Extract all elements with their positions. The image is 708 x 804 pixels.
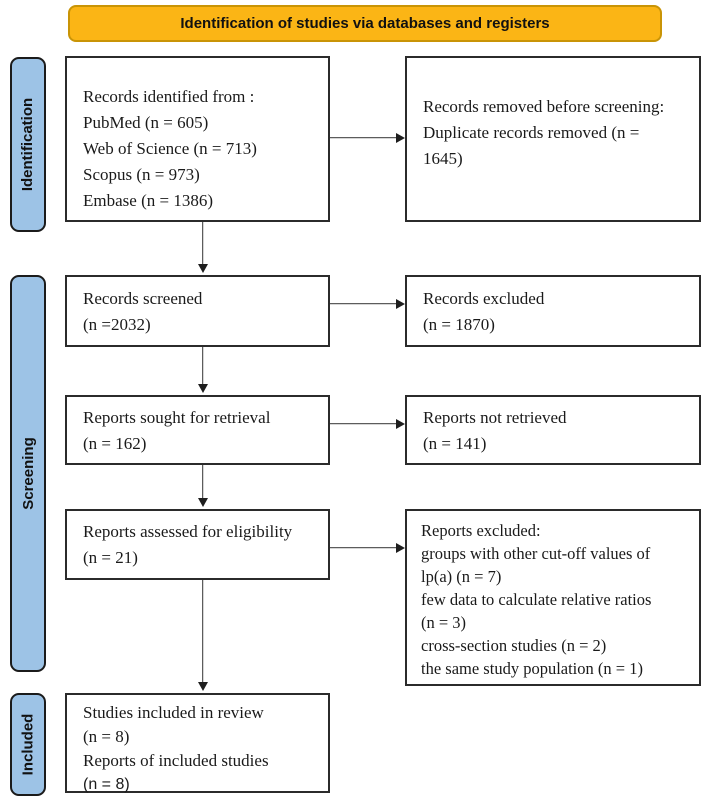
arrow-sought-to-assessed (196, 465, 209, 507)
arrow-right-icon (396, 132, 405, 143)
box-records-screened: Records screened (n =2032) (65, 275, 330, 347)
stage-label-identification-text: Identification (19, 97, 37, 192)
arrow-down-icon (197, 264, 208, 273)
arrow-shaft (201, 580, 204, 683)
box-line: Reports sought for retrieval (83, 408, 271, 427)
box-reports-sought: Reports sought for retrieval (n = 162) (65, 395, 330, 465)
box-line: Studies included in review (83, 703, 264, 722)
box-line: Reports excluded: (421, 521, 541, 540)
box-line: Duplicate records removed (n = (423, 123, 640, 142)
arrow-screened-to-sought (196, 347, 209, 393)
stage-label-included-text: Included (19, 713, 37, 776)
stage-label-screening: Screening (10, 275, 46, 672)
box-line: Web of Science (n = 713) (83, 139, 257, 158)
arrow-right-icon (396, 542, 405, 553)
header-banner-title: Identification of studies via databases … (180, 15, 550, 32)
box-line: Reports not retrieved (423, 408, 567, 427)
box-line: Records excluded (423, 289, 545, 308)
box-line: Reports assessed for eligibility (83, 522, 293, 541)
stage-label-identification: Identification (10, 57, 46, 232)
box-line: (n = 8) (83, 727, 130, 746)
arrow-down-icon (197, 682, 208, 691)
stage-label-screening-text: Screening (19, 437, 37, 510)
box-line: Reports of included studies (83, 751, 269, 770)
box-line: (n = 8) (83, 776, 130, 793)
box-line: (n = 1870) (423, 315, 495, 334)
box-line: lp(a) (n = 7) (421, 567, 502, 586)
arrow-identified-to-screened (196, 222, 209, 273)
arrow-down-icon (197, 498, 208, 507)
arrow-shaft (201, 347, 204, 385)
arrow-right-icon (396, 418, 405, 429)
box-line: Records identified from : (83, 87, 255, 106)
box-records-excluded: Records excluded (n = 1870) (405, 275, 701, 347)
arrow-right-icon (396, 298, 405, 309)
box-line: cross-section studies (n = 2) (421, 636, 607, 655)
box-line: the same study population (n = 1) (421, 659, 643, 678)
arrow-shaft (201, 222, 204, 265)
box-reports-assessed: Reports assessed for eligibility (n = 21… (65, 509, 330, 580)
arrow-assessed-to-included (196, 580, 209, 691)
box-line: (n = 3) (421, 613, 467, 632)
box-reports-excluded: Reports excluded: groups with other cut-… (405, 509, 701, 686)
arrow-shaft (330, 546, 397, 549)
box-records-removed: Records removed before screening: Duplic… (405, 56, 701, 222)
box-line: few data to calculate relative ratios (421, 590, 652, 609)
arrow-down-icon (197, 384, 208, 393)
box-line: PubMed (n = 605) (83, 113, 209, 132)
box-line: (n = 21) (83, 548, 138, 567)
arrow-shaft (330, 136, 397, 139)
arrow-screened-to-excluded (330, 297, 405, 310)
box-line: (n = 162) (83, 434, 147, 453)
box-studies-included: Studies included in review (n = 8) Repor… (65, 693, 330, 793)
box-line: Scopus (n = 973) (83, 165, 200, 184)
box-line: 1645) (423, 149, 463, 168)
box-line: Records removed before screening: (423, 97, 665, 116)
box-line: (n =2032) (83, 315, 151, 334)
box-line: Embase (n = 1386) (83, 191, 213, 210)
arrow-shaft (201, 465, 204, 499)
stage-label-included: Included (10, 693, 46, 796)
box-reports-not-retrieved: Reports not retrieved (n = 141) (405, 395, 701, 465)
arrow-assessed-to-excluded (330, 541, 405, 554)
arrow-shaft (330, 422, 397, 425)
header-banner: Identification of studies via databases … (68, 5, 662, 42)
arrow-identified-to-removed (330, 131, 405, 144)
box-line: (n = 141) (423, 434, 487, 453)
box-line: Records screened (83, 289, 203, 308)
box-line: groups with other cut-off values of (421, 544, 651, 563)
arrow-sought-to-notretrieved (330, 417, 405, 430)
arrow-shaft (330, 302, 397, 305)
box-records-identified: Records identified from : PubMed (n = 60… (65, 56, 330, 222)
